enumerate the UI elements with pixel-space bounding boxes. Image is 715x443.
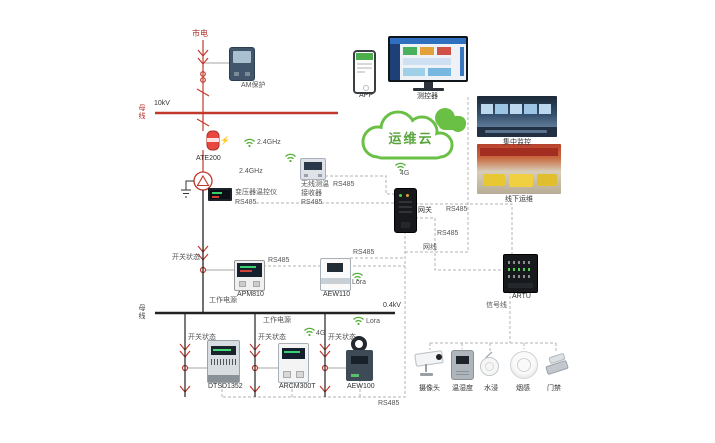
label-4g-bottom: 4G <box>316 330 326 337</box>
label-24ghz-a: 2.4GHz <box>257 139 281 146</box>
label-camera: 摄像头 <box>419 385 440 392</box>
label-4g-top: 4G <box>400 170 410 177</box>
aew100-icon <box>344 336 375 381</box>
label-monitor: 测控器 <box>417 93 438 100</box>
label-protection-relay: AM保护 <box>241 82 266 89</box>
monitor-base <box>413 88 444 91</box>
label-aew100: AEW100 <box>347 383 375 390</box>
label-water-leak: 水浸 <box>484 385 498 392</box>
protection-relay-icon <box>229 47 255 81</box>
label-switch-state-main: 开关状态 <box>172 254 200 261</box>
label-temp-controller-rs485: RS485 <box>235 199 257 206</box>
label-rs485-apm: RS485 <box>268 257 290 264</box>
label-24ghz-b: 2.4GHz <box>239 168 263 175</box>
label-busbar-top: 母线 <box>138 104 145 120</box>
label-receiver-rs485-b: RS485 <box>301 199 323 206</box>
label-work-power-a: 工作电源 <box>209 297 237 304</box>
label-arcm300t: ARCM300T <box>279 383 316 390</box>
label-switch-state-2: 开关状态 <box>258 334 286 341</box>
label-field-operations: 线下运维 <box>505 196 533 203</box>
label-busbar-bottom: 母线 <box>138 304 145 320</box>
wifi-icon <box>303 323 316 337</box>
label-temp-humidity: 温湿度 <box>452 385 473 392</box>
wireless-temp-receiver-icon <box>300 158 326 180</box>
wifi-icon <box>394 158 407 172</box>
transformer-temp-controller-icon <box>208 188 232 201</box>
cloud-title: 运维云 <box>388 131 434 146</box>
label-receiver-rs485-a: RS485 <box>333 181 355 188</box>
dtsd1352-meter-icon <box>207 340 240 383</box>
label-receiver-line1: 无线测温 <box>301 181 329 188</box>
cctv-camera-icon <box>413 348 447 378</box>
door-sensor-icon <box>543 352 569 378</box>
wifi-icon <box>351 268 364 282</box>
arcm300t-icon <box>278 343 309 383</box>
label-central-monitoring: 集中监控 <box>503 139 531 146</box>
label-10kv: 10kV <box>154 100 170 107</box>
label-apm810: APM810 <box>237 291 264 298</box>
label-network-cable: 网线 <box>423 244 437 251</box>
label-rs485-bottom: RS485 <box>378 400 400 407</box>
label-app: APP <box>359 92 374 99</box>
label-door: 门禁 <box>547 385 561 392</box>
label-smoke: 烟感 <box>516 385 530 392</box>
label-lora-a: Lora <box>352 279 367 286</box>
wifi-icon <box>243 134 256 148</box>
label-temp-controller: 变压器温控仪 <box>235 189 277 196</box>
label-signal-line: 信号线 <box>486 302 507 309</box>
gateway-icon <box>394 188 417 233</box>
central-monitoring-photo <box>477 96 557 137</box>
monitor-stand <box>424 82 433 88</box>
cloud-icon <box>348 102 473 168</box>
artu-icon <box>503 254 538 293</box>
water-leak-sensor-icon <box>478 350 502 378</box>
label-aew110: AEW110 <box>323 291 351 298</box>
wifi-icon <box>284 149 297 163</box>
label-rs485-aew: RS485 <box>353 249 375 256</box>
wifi-icon <box>352 312 365 326</box>
label-artu: ARTU <box>512 293 531 300</box>
label-dtsd1352: DTSD1352 <box>208 383 243 390</box>
label-switch-state-3: 开关状态 <box>328 334 356 341</box>
label-gateway: 网关 <box>418 207 432 214</box>
apm810-meter-icon <box>234 260 265 291</box>
scada-monitor-icon <box>388 36 468 82</box>
label-receiver-line2: 接收器 <box>301 190 322 197</box>
app-phone-icon <box>353 50 376 94</box>
smoke-detector-icon <box>509 350 539 379</box>
label-rs485-mid: RS485 <box>437 230 459 237</box>
aew110-icon <box>320 258 351 291</box>
label-04kv: 0.4kV <box>383 302 401 309</box>
label-rs485-artu: RS485 <box>446 206 468 213</box>
field-operations-photo <box>477 144 561 194</box>
label-ate200: ATE200 <box>196 155 221 162</box>
label-mains-power: 市电 <box>192 29 208 38</box>
label-lora-b: Lora <box>366 318 381 325</box>
lightning-icon: ⚡ <box>220 136 230 145</box>
label-work-power-b: 工作电源 <box>263 317 291 324</box>
temp-humidity-sensor-icon <box>451 350 474 380</box>
label-switch-state-1: 开关状态 <box>188 334 216 341</box>
